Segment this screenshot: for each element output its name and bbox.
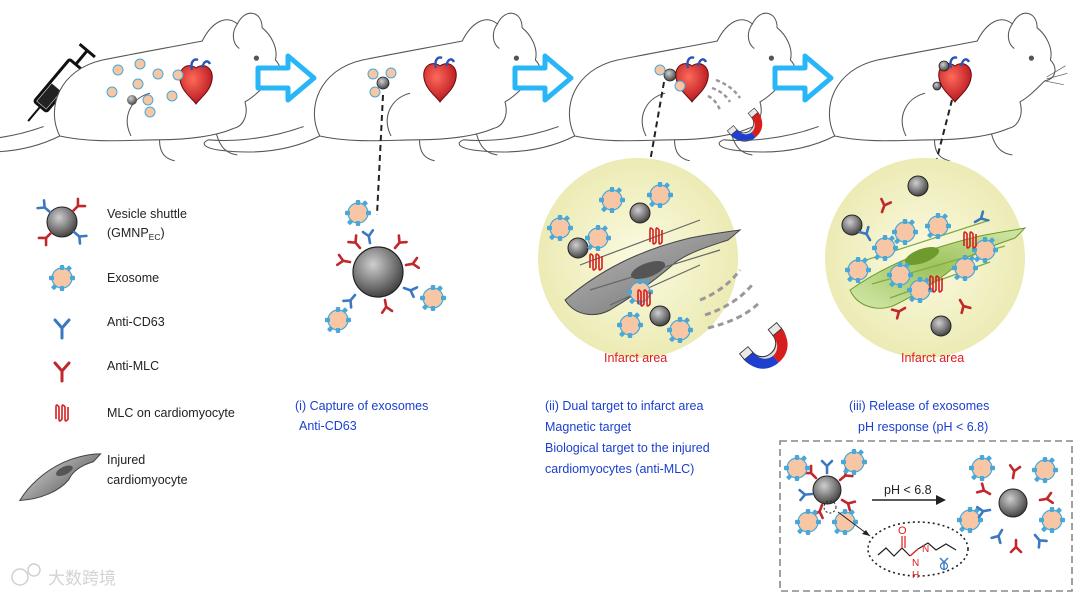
legend: Vesicle shuttle (GMNPEC) Exosome Anti-CD… <box>18 197 235 502</box>
shuttle-in-mouse-4 <box>938 60 950 72</box>
step2-line3: Biological target to the injured <box>545 441 710 455</box>
chem-o: O <box>898 525 907 537</box>
step1-subtitle: Anti-CD63 <box>299 419 357 433</box>
syringe-icon <box>27 42 96 122</box>
legend-injured-1: Injured <box>107 453 145 467</box>
infarct-zoom-1 <box>538 158 762 358</box>
legend-exosome-icon <box>48 264 76 292</box>
infarct-area-label-2: Infarct area <box>901 351 964 365</box>
step2-title: (ii) Dual target to infarct area <box>545 399 703 413</box>
magnet-icon-2 <box>739 322 798 379</box>
step3-subtitle: pH response (pH < 6.8) <box>858 420 988 434</box>
step2-line4: cardiomyocytes (anti-MLC) <box>545 462 694 476</box>
watermark-text: 大数跨境 <box>48 569 116 588</box>
legend-exosome: Exosome <box>107 271 159 285</box>
legend-anti-mlc-icon <box>53 361 71 383</box>
legend-mlc-on-cardiomyocyte: MLC on cardiomyocyte <box>107 406 235 420</box>
injected-exosomes <box>106 58 184 118</box>
zoom-line-1 <box>376 94 384 216</box>
legend-injured-cardiomyocyte-icon <box>18 453 102 502</box>
zoom-line-3 <box>935 99 953 163</box>
legend-anti-mlc: Anti-MLC <box>107 359 159 373</box>
ph-release-box: pH < 6.8 O N N H <box>779 440 1073 592</box>
capture-illustration <box>324 199 447 334</box>
step1-title: (i) Capture of exosomes <box>295 399 428 413</box>
chem-h: H <box>912 570 919 581</box>
legend-anti-cd63-icon <box>53 318 71 340</box>
infarct-area-label-1: Infarct area <box>604 351 667 365</box>
zoom-line-2 <box>649 81 665 163</box>
shuttle-in-mouse-4b <box>932 81 942 91</box>
chem-n2: N <box>922 544 929 555</box>
chem-n1: N <box>912 558 919 569</box>
legend-gmnp: (GMNPEC) <box>107 226 165 242</box>
magnetic-field-lines-1 <box>707 78 742 111</box>
legend-anti-cd63: Anti-CD63 <box>107 315 165 329</box>
ph-label: pH < 6.8 <box>884 483 932 497</box>
shuttle-in-mouse-2 <box>367 67 397 98</box>
legend-injured-2: cardiomyocyte <box>107 473 188 487</box>
watermark: 大数跨境 <box>11 563 116 588</box>
step3-title: (iii) Release of exosomes <box>849 399 989 413</box>
step2-line2: Magnetic target <box>545 420 632 434</box>
legend-vesicle-shuttle: Vesicle shuttle <box>107 207 187 221</box>
shuttle-in-mouse-3 <box>654 64 686 92</box>
legend-vesicle-shuttle-icon <box>36 197 88 247</box>
legend-mlc-icon <box>55 404 69 422</box>
infarct-zoom-2 <box>825 158 1027 358</box>
